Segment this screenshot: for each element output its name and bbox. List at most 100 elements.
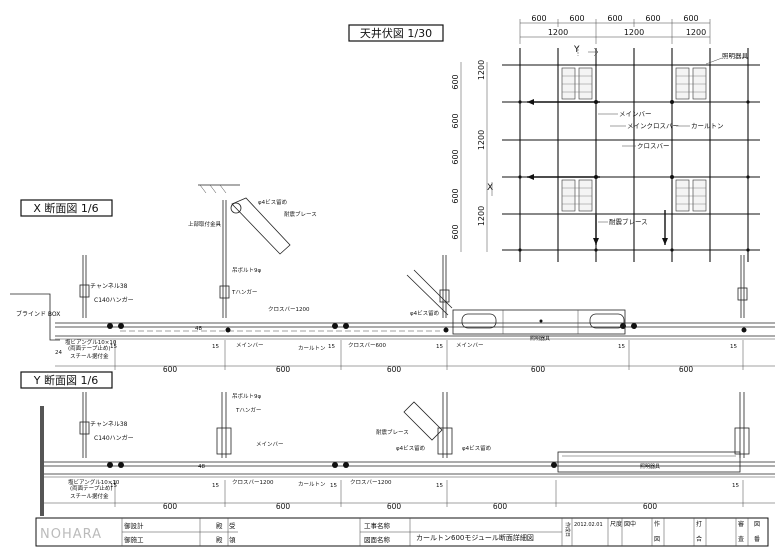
x-label-cross-1200: クロスバー1200 bbox=[268, 306, 310, 313]
tb-design: 御設計 bbox=[124, 521, 144, 530]
plan-dim-top-5: 600 bbox=[683, 14, 698, 23]
title-block: NOHARA 御設計 御施工 殿 殿 受 領 工事名称 図面名称 カールトン60… bbox=[35, 517, 769, 547]
plan-label-brace: 耐震ブレース bbox=[609, 217, 648, 226]
plan-dim-top-1: 600 bbox=[531, 14, 546, 23]
x-label-dim15-2: 15 bbox=[110, 344, 117, 350]
plan-dim-second-1: 1200 bbox=[548, 28, 568, 37]
y-label-screw2: φ4ビス留め bbox=[462, 444, 491, 452]
y-brace bbox=[403, 401, 443, 441]
y-hangers bbox=[79, 392, 750, 458]
tb-construct: 御施工 bbox=[124, 535, 144, 544]
x-label-dim48: 48 bbox=[195, 326, 202, 332]
x-label-main-bar: メインバー bbox=[236, 342, 264, 349]
plan-dim-left-a-3: 600 bbox=[451, 149, 460, 164]
x-label-curtain: カールトン bbox=[298, 345, 326, 352]
plan-label-cross-bar: クロスバー bbox=[637, 142, 670, 150]
x-label-dim15-6: 15 bbox=[730, 344, 737, 350]
tb-pass: 領 bbox=[229, 535, 236, 544]
y-label-angle: 塩ビアングル10×10 bbox=[68, 478, 120, 486]
x-label-upper-anchor: 上部取付金具 bbox=[188, 220, 222, 228]
plan-dim-left-a-5: 600 bbox=[451, 224, 460, 239]
x-label-blind-box: ブラインド BOX bbox=[16, 310, 60, 318]
tb-check2: 合 bbox=[696, 535, 702, 543]
tb-approve-label: 図 bbox=[754, 521, 760, 528]
y-label-dim15-5: 15 bbox=[732, 483, 739, 489]
y-label-t-hanger: Tハンガー bbox=[235, 406, 261, 414]
logo-text: NOHARA bbox=[40, 527, 102, 542]
plan-dim-left-b-2: 1200 bbox=[477, 130, 486, 150]
plan-title: 天井伏図 1/30 bbox=[360, 26, 432, 40]
x-label-hanger: C140ハンガー bbox=[94, 296, 134, 304]
tb-scale: 図中 bbox=[624, 520, 636, 528]
tb-date: 2012.02.01 bbox=[574, 522, 603, 528]
tb-scale-label: 尺度 bbox=[610, 520, 622, 528]
x-label-hang-bolt: 吊ボルト9φ bbox=[232, 266, 261, 274]
y-wall bbox=[40, 406, 44, 516]
tb-drawing-name: カールトン600モジュール断面詳細図 bbox=[416, 533, 534, 542]
tb-check-label: 打 bbox=[696, 520, 702, 528]
y-label-dim48: 48 bbox=[198, 464, 205, 470]
plan-dim-top-3: 600 bbox=[607, 14, 622, 23]
y-section-title: Y 断面図 1/6 bbox=[33, 373, 98, 387]
y-label-dim15-3: 15 bbox=[330, 483, 337, 489]
x-dim-1: 600 bbox=[163, 365, 178, 374]
plan-title-box bbox=[348, 24, 444, 42]
plan-grid bbox=[502, 48, 760, 262]
y-label-main-bar: メインバー bbox=[256, 441, 284, 448]
y-label-curtain: カールトン bbox=[298, 481, 326, 488]
y-dim-3: 600 bbox=[387, 502, 402, 511]
plan-label-curtain: カールトン bbox=[691, 122, 724, 130]
plan-label-light: 照明器具 bbox=[722, 52, 749, 60]
x-section-title-box bbox=[20, 199, 113, 217]
x-label-steel: スチール据付金 bbox=[70, 352, 109, 360]
tb-review2: 査 bbox=[738, 535, 744, 543]
y-label-dim15-4: 15 bbox=[436, 483, 443, 489]
y-label-screw: φ4ビス留め bbox=[396, 444, 425, 452]
x-label-t-hanger: Tハンガー bbox=[231, 288, 257, 296]
x-section: X 断面図 1/6 ブラインド BOX bbox=[10, 184, 775, 374]
x-label-screw2: φ4ビス留め bbox=[410, 309, 439, 317]
x-label-dim24: 24 bbox=[55, 350, 62, 356]
x-label-angle: 塩ビアングル10×10 bbox=[65, 338, 117, 346]
y-label-channel: チャンネル38 bbox=[90, 421, 128, 428]
y-dim-5: 600 bbox=[643, 502, 658, 511]
x-label-cross-600: クロスバー600 bbox=[348, 342, 386, 349]
tb-date-label: 作成日 bbox=[564, 522, 571, 537]
x-label-dim15-5: 15 bbox=[618, 344, 625, 350]
y-section: Y 断面図 1/6 bbox=[20, 371, 775, 516]
x-label-dim15-3: 15 bbox=[328, 344, 335, 350]
y-ceiling-lines bbox=[44, 461, 775, 478]
tb-review-label: 審 bbox=[738, 520, 744, 528]
x-dim-4: 600 bbox=[531, 365, 546, 374]
plan-dim-top-4: 600 bbox=[645, 14, 660, 23]
y-label-hanger: C140ハンガー bbox=[94, 434, 134, 442]
y-label-light: 照明器具 bbox=[640, 464, 660, 470]
y-light-fixture bbox=[557, 451, 741, 473]
tb-dono2: 殿 bbox=[216, 536, 223, 544]
x-label-dim15-1: 15 bbox=[212, 344, 219, 350]
tb-project-label: 工事名称 bbox=[364, 521, 391, 530]
y-label-dim15-2: 15 bbox=[212, 483, 219, 489]
tb-approve2: 番 bbox=[754, 536, 760, 543]
plan-dim-left-a-1: 600 bbox=[451, 74, 460, 89]
x-section-title: X 断面図 1/6 bbox=[33, 201, 98, 215]
x-label-light: 照明器具 bbox=[530, 336, 550, 342]
plan-dim-left-a-2: 600 bbox=[451, 113, 460, 128]
y-label-dim15-1: 15 bbox=[110, 483, 117, 489]
y-dim-2: 600 bbox=[276, 502, 291, 511]
tb-dono1: 殿 bbox=[216, 522, 223, 530]
x-light-fixture bbox=[452, 309, 626, 335]
x-label-brace: 耐震ブレース bbox=[284, 210, 317, 218]
x-brace bbox=[198, 184, 453, 316]
y-dim-4: 600 bbox=[493, 502, 508, 511]
y-label-cross-1200b: クロスバー1200 bbox=[350, 479, 392, 486]
y-label-brace: 耐震ブレース bbox=[376, 428, 409, 436]
y-label-angle-note: (両面テープ止め) bbox=[70, 484, 112, 492]
tb-drawn-label: 図 bbox=[654, 536, 660, 543]
plan-dim-left-b-3: 1200 bbox=[477, 206, 486, 226]
tb-received: 受 bbox=[229, 521, 236, 530]
x-fittings bbox=[107, 323, 747, 333]
y-label-cross-1200: クロスバー1200 bbox=[232, 479, 274, 486]
y-dim-1: 600 bbox=[163, 502, 178, 511]
